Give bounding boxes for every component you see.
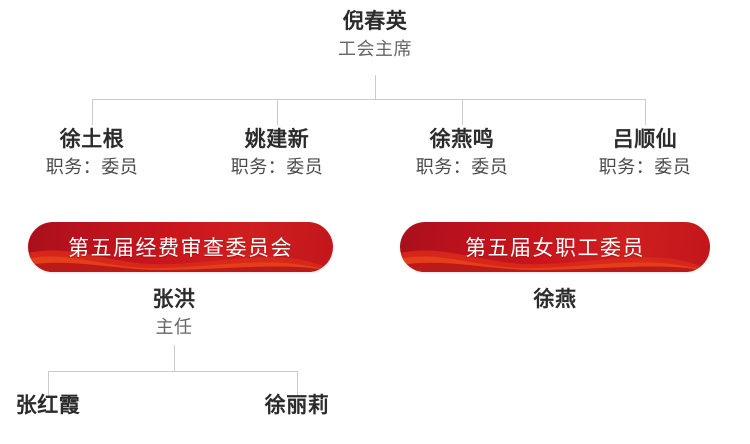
banner-women-workers-committee[interactable]: 第五届女职工委员 bbox=[400, 222, 710, 272]
member-4-name: 吕顺仙 bbox=[612, 128, 678, 151]
node-finance-lead[interactable]: 张洪 主任 bbox=[153, 286, 196, 340]
root-title: 工会主席 bbox=[338, 39, 412, 59]
connector-drop-member-1 bbox=[92, 99, 93, 125]
connector-drop-finance-2 bbox=[297, 371, 298, 396]
connector-finance-bar bbox=[48, 371, 297, 372]
member-2-name: 姚建新 bbox=[244, 128, 310, 151]
root-name: 倪春英 bbox=[342, 10, 408, 33]
banner-finance-committee[interactable]: 第五届经费审查委员会 bbox=[28, 222, 333, 272]
women-lead-name: 徐燕 bbox=[533, 288, 577, 311]
finance-lead-name: 张洪 bbox=[152, 288, 196, 311]
node-member-3[interactable]: 徐燕鸣 职务：委员 bbox=[416, 126, 509, 180]
node-finance-member-2[interactable]: 徐丽莉 bbox=[265, 392, 330, 420]
node-member-1[interactable]: 徐土根 职务：委员 bbox=[46, 126, 139, 180]
member-2-title: 职务：委员 bbox=[230, 157, 324, 177]
member-1-name: 徐土根 bbox=[59, 128, 125, 151]
connector-drop-member-2 bbox=[277, 99, 278, 125]
member-4-title: 职务：委员 bbox=[598, 157, 692, 177]
connector-finance-stem bbox=[174, 345, 175, 372]
connector-drop-member-4 bbox=[645, 99, 646, 125]
connector-drop-finance-1 bbox=[48, 371, 49, 396]
connector-root-stem bbox=[375, 75, 376, 100]
connector-drop-member-3 bbox=[462, 99, 463, 125]
node-member-4[interactable]: 吕顺仙 职务：委员 bbox=[599, 126, 692, 180]
node-women-lead[interactable]: 徐燕 bbox=[534, 286, 577, 314]
finance-member-2-name: 徐丽莉 bbox=[264, 394, 330, 417]
node-member-2[interactable]: 姚建新 职务：委员 bbox=[231, 126, 324, 180]
member-1-title: 职务：委员 bbox=[45, 157, 139, 177]
node-finance-member-1[interactable]: 张红霞 bbox=[16, 392, 81, 420]
finance-lead-title: 主任 bbox=[155, 317, 193, 337]
finance-member-1-name: 张红霞 bbox=[15, 394, 81, 417]
banner-finance-committee-label: 第五届经费审查委员会 bbox=[68, 237, 293, 260]
node-root[interactable]: 倪春英 工会主席 bbox=[338, 8, 412, 62]
connector-root-bar bbox=[92, 99, 646, 100]
banner-women-workers-committee-label: 第五届女职工委员 bbox=[465, 237, 645, 260]
member-3-name: 徐燕鸣 bbox=[429, 128, 495, 151]
member-3-title: 职务：委员 bbox=[415, 157, 509, 177]
